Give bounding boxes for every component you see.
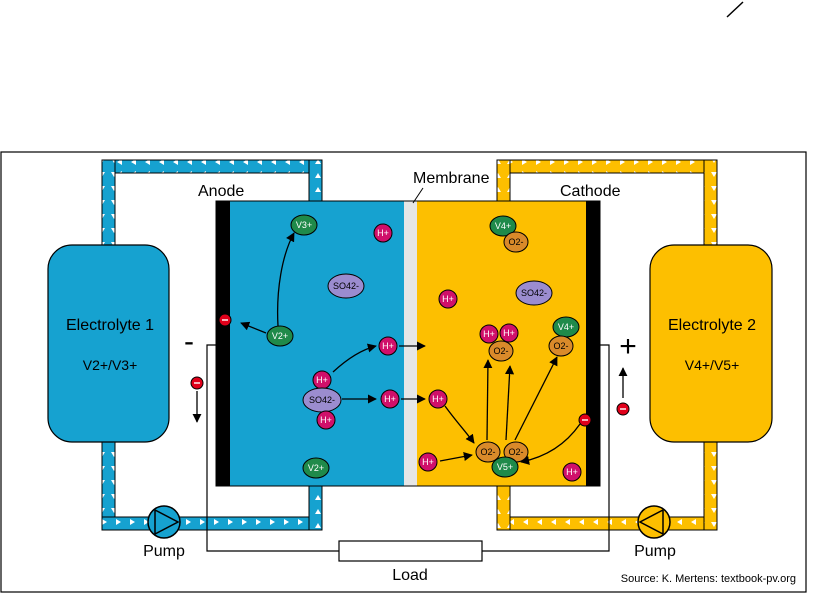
ion-v4-icon [489, 215, 517, 237]
ion-h-label: H+ [384, 394, 396, 404]
minus-sign: - [184, 325, 194, 358]
ion-o-label: O2- [480, 447, 495, 457]
ion-v3-label: V3+ [296, 220, 312, 230]
anode-label: Anode [198, 183, 244, 200]
ion-o-label: O2- [508, 237, 523, 247]
ion-h-icon [428, 389, 448, 409]
pump-left-label: Pump [143, 543, 185, 560]
source-credit: Source: K. Mertens: textbook-pv.org [621, 573, 796, 585]
electrolyte1-tank [47, 244, 170, 443]
ion-o-label: O2- [553, 341, 568, 351]
wire-right [482, 344, 610, 552]
ion-h-icon [499, 323, 519, 343]
ion-h-icon [438, 289, 458, 309]
load-resistor [338, 540, 483, 562]
electron-icon [190, 376, 204, 390]
ion-v3-icon [290, 214, 318, 236]
ion-h-label: H+ [442, 294, 454, 304]
ion-o-icon [548, 335, 574, 357]
ion-h-label: H+ [377, 228, 389, 238]
ion-h-icon [380, 389, 400, 409]
ion-h-label: H+ [432, 394, 444, 404]
electron-icon [218, 313, 232, 327]
ion-o-label: O2- [508, 447, 523, 457]
ion-o-icon [503, 231, 529, 253]
anode-electrode [216, 201, 230, 486]
ion-h-icon [373, 223, 393, 243]
ion-h-label: H+ [422, 457, 434, 467]
membrane-label: Membrane [413, 170, 490, 187]
electrolyte1-label: Electrolyte 1 [66, 317, 154, 334]
stray-mark [726, 1, 744, 18]
ion-v4-label: V4+ [495, 221, 511, 231]
membrane [404, 201, 417, 486]
electron-icon [578, 413, 592, 427]
pump-right-label: Pump [634, 543, 676, 560]
ion-so4-label: SO42- [521, 288, 547, 298]
ion-o-icon [488, 340, 514, 362]
ion-v2-icon [302, 457, 330, 479]
pump-left-icon [147, 505, 181, 539]
ion-so4-icon [515, 280, 553, 306]
ion-h-icon [378, 336, 398, 356]
ion-v5-label: V5+ [497, 462, 513, 472]
pump-right-icon [637, 505, 671, 539]
ion-so4-label: SO42- [333, 281, 359, 291]
electron-icon [616, 402, 630, 416]
reaction-arrows [192, 232, 628, 465]
plus-sign: + [619, 330, 637, 363]
cathode-electrode [586, 201, 600, 486]
ion-o-icon [475, 441, 501, 463]
cathode-label: Cathode [560, 183, 621, 200]
electrolyte2-label: Electrolyte 2 [668, 317, 756, 334]
ion-v4-label: V4+ [558, 322, 574, 332]
electrolyte1-species: V2+/V3+ [83, 357, 138, 373]
ion-h-icon [562, 462, 582, 482]
ion-v2-label: V2+ [272, 331, 288, 341]
load-label: Load [392, 567, 428, 584]
ion-h-label: H+ [382, 341, 394, 351]
ion-h-label: H+ [320, 415, 332, 425]
ion-v2-label: V2+ [308, 463, 324, 473]
ion-so4-label: SO42- [309, 395, 335, 405]
membrane-pointer [412, 187, 424, 204]
electrolyte2-tank [649, 244, 773, 443]
ion-so4-icon [327, 273, 365, 299]
ion-h-label: H+ [566, 467, 578, 477]
ion-h-icon [418, 452, 438, 472]
ion-h-label: H+ [483, 329, 495, 339]
ion-h-label: H+ [503, 328, 515, 338]
anode-compartment [216, 201, 411, 486]
ion-v5-icon [491, 456, 519, 478]
electrolyte2-species: V4+/V5+ [685, 357, 740, 373]
ion-h-label: H+ [316, 375, 328, 385]
ion-h-icon [479, 324, 499, 344]
ion-v2-icon [266, 325, 294, 347]
ion-h-icon [316, 410, 336, 430]
ion-o-label: O2- [493, 346, 508, 356]
wire-left [206, 344, 339, 552]
electrons [190, 313, 630, 427]
